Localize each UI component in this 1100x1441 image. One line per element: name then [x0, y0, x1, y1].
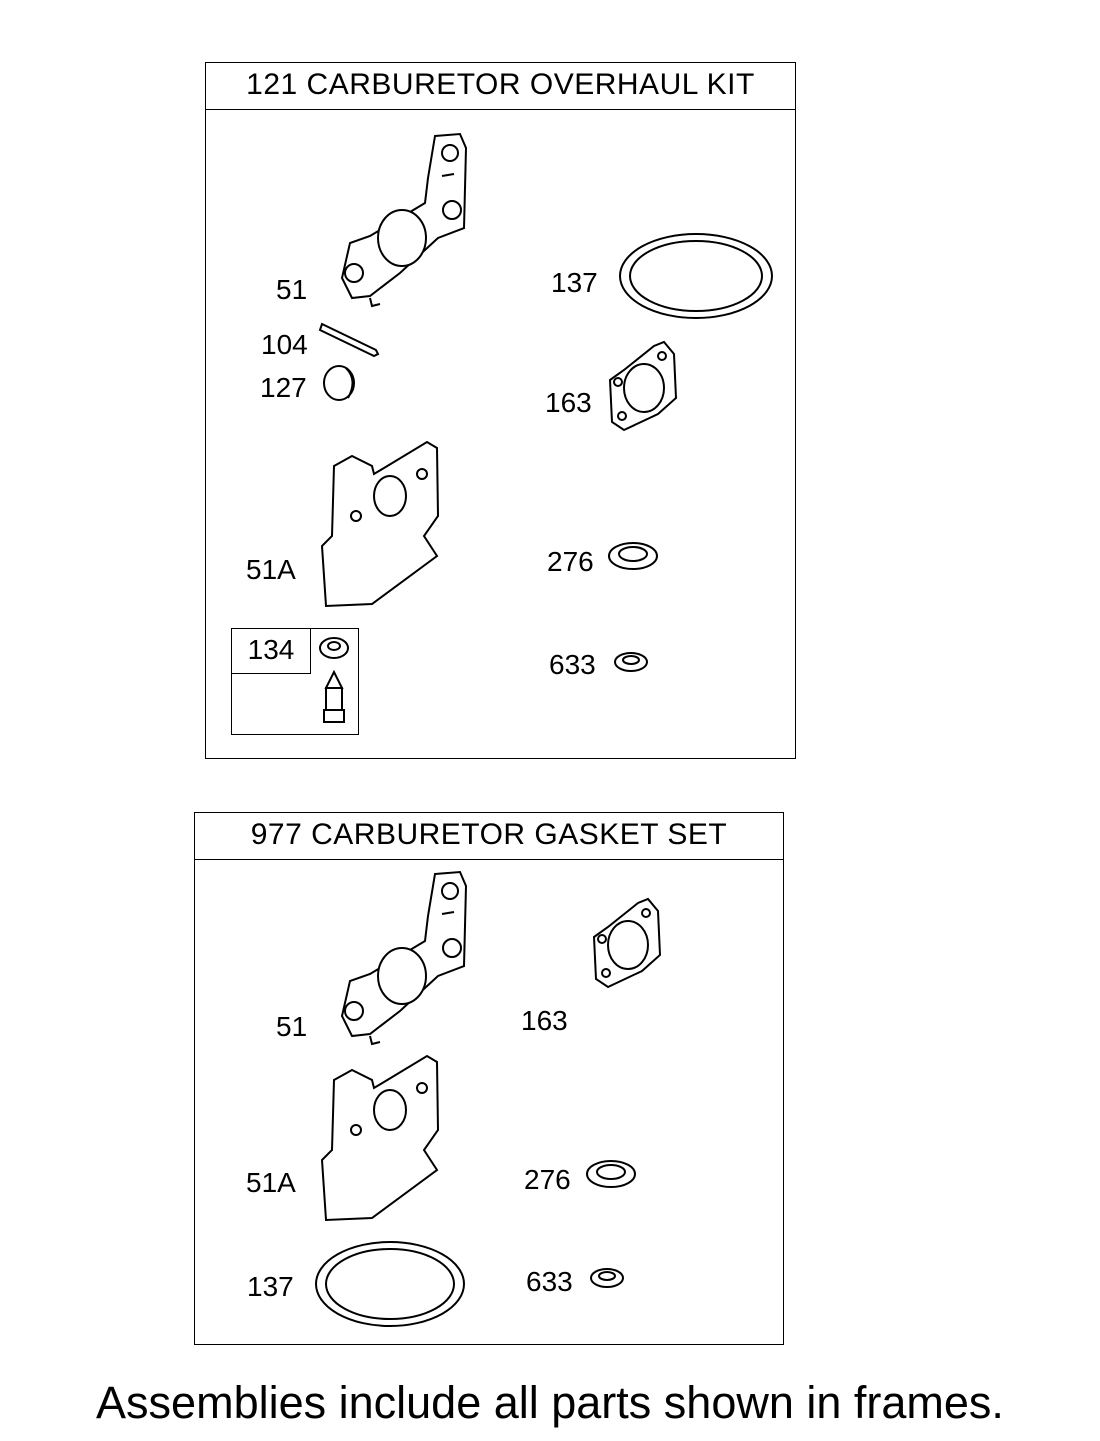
label-127: 127 [260, 372, 307, 403]
label-137: 137 [551, 267, 598, 298]
label-104: 104 [261, 329, 308, 360]
label-51: 51 [276, 1011, 308, 1042]
label-51a: 51A [246, 1167, 296, 1198]
gasket-set-frame: 977 CARBURETOR GASKET SET [194, 812, 784, 1345]
part-134-needle-drawing [319, 637, 349, 723]
label-276: 276 [547, 546, 594, 577]
part-104-pin-drawing [318, 322, 380, 358]
overhaul-kit-title: 121 CARBURETOR OVERHAUL KIT [206, 63, 795, 110]
part-633-washer-drawing [614, 652, 648, 672]
assemblies-footnote: Assemblies include all parts shown in fr… [96, 1377, 1004, 1428]
label-51: 51 [276, 274, 308, 305]
part-51a-insulator-drawing [320, 1054, 440, 1222]
part-276-washer-drawing [586, 1160, 636, 1188]
label-276: 276 [524, 1164, 571, 1195]
part-127-plug-drawing [323, 365, 355, 401]
part-633-washer-drawing [590, 1268, 624, 1288]
label-163: 163 [521, 1005, 568, 1036]
part-51-gasket-drawing [340, 870, 468, 1046]
gasket-set-title: 977 CARBURETOR GASKET SET [195, 813, 783, 860]
part-51a-insulator-drawing [320, 440, 440, 608]
label-134: 134 [231, 628, 311, 674]
part-137-ring-drawing [315, 1241, 465, 1327]
part-163-gasket-drawing [592, 897, 662, 989]
label-163: 163 [545, 387, 592, 418]
label-51a: 51A [246, 554, 296, 585]
label-633: 633 [549, 649, 596, 680]
part-51-gasket-drawing [340, 132, 468, 308]
overhaul-kit-frame: 121 CARBURETOR OVERHAUL KIT [205, 62, 796, 759]
part-137-ring-drawing [619, 233, 773, 319]
part-276-washer-drawing [608, 542, 658, 570]
label-137: 137 [247, 1271, 294, 1302]
label-633: 633 [526, 1266, 573, 1297]
part-163-gasket-drawing [608, 340, 678, 432]
